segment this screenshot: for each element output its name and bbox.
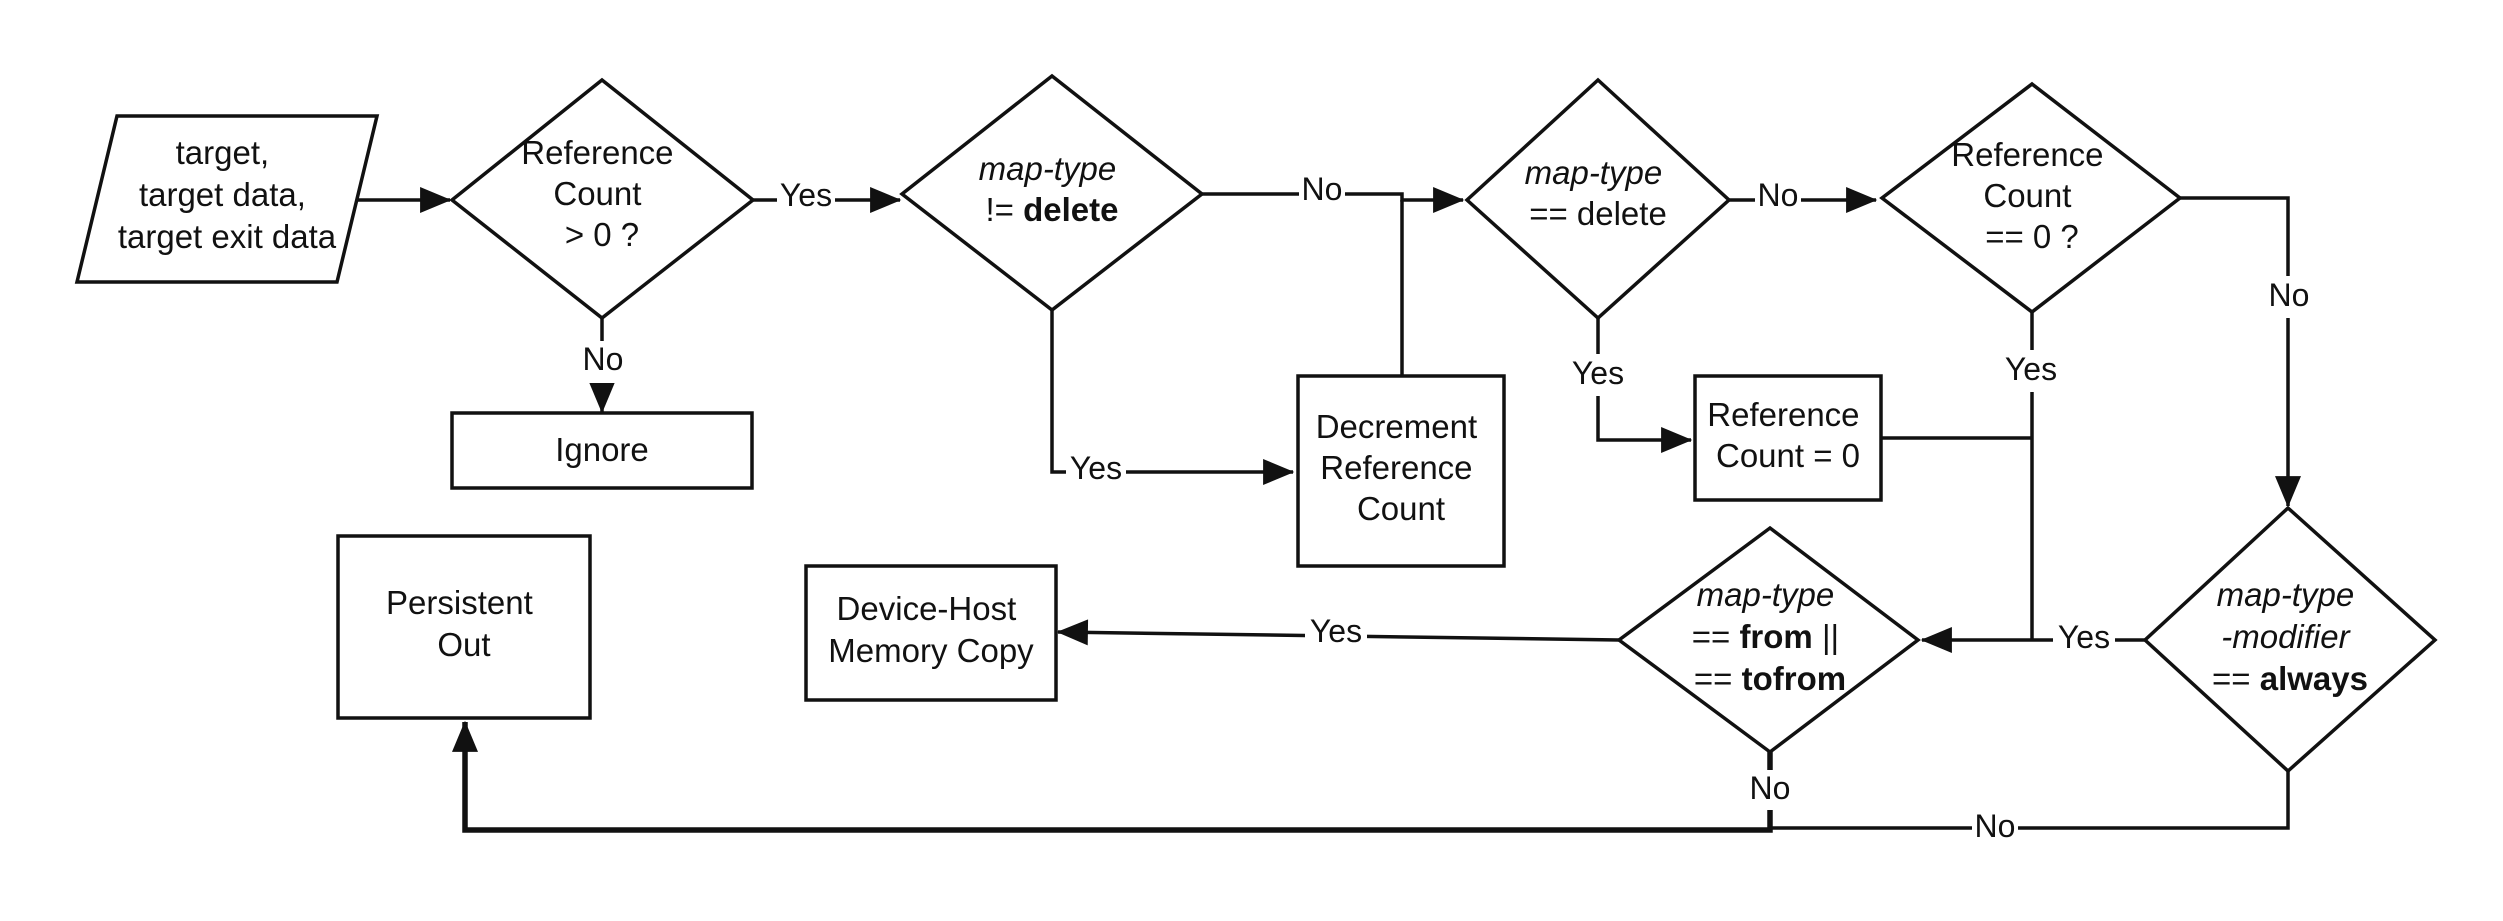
svg-text:map-type -modifier: map-type -modifier == always (2212, 576, 2368, 697)
svg-text:No: No (1302, 171, 1343, 207)
label-yes-4: Yes (2000, 350, 2062, 392)
svg-text:Reference Count = 0: Reference Count = 0 (1707, 396, 1868, 474)
svg-text:No: No (583, 341, 624, 377)
nodes: target, target data, target exit data Re… (74, 73, 2438, 774)
svg-text:Yes: Yes (1070, 450, 1122, 486)
svg-text:Yes: Yes (780, 177, 832, 213)
node-device-host-copy[interactable]: Device-Host Memory Copy (804, 564, 1058, 702)
edge-always-no (1770, 771, 2290, 830)
label-no-5: No (1747, 770, 1793, 810)
node-refcount-zero[interactable]: Reference Count = 0 (1693, 374, 1883, 502)
decision-modifier-always[interactable]: map-type -modifier == always (2142, 505, 2438, 774)
label-yes-3: Yes (1567, 354, 1629, 396)
edge-ne-delete-yes (1050, 310, 1295, 485)
decision-refcount-eq0[interactable]: Reference Count == 0 ? (1879, 81, 2183, 315)
node-ignore[interactable]: Ignore (450, 411, 754, 490)
node-input[interactable]: target, target data, target exit data (74, 114, 380, 284)
svg-text:Persistent Out: Persistent Out (386, 584, 542, 663)
label-yes-1: Yes (777, 176, 835, 220)
label-no-2: No (1299, 170, 1345, 210)
edge-eq0-no (2180, 196, 2301, 508)
edge-labels: Yes No No Yes No Yes No Yes (582, 170, 2312, 848)
svg-text:Decrement Reference: Decrement Reference Count (1316, 408, 1487, 527)
svg-text:No: No (1758, 177, 1799, 213)
node-input-line: target exit data (118, 218, 337, 255)
node-decrement[interactable]: Decrement Reference Count (1296, 374, 1506, 568)
decision-from-tofrom[interactable]: map-type == from || == tofrom (1616, 525, 1921, 755)
svg-text:Reference Count: Reference Count == 0 ? (1951, 136, 2112, 255)
node-input-line: target data, (139, 176, 306, 213)
svg-text:No: No (1750, 770, 1791, 806)
svg-text:map-type != delete: map-type != delete (979, 150, 1126, 228)
svg-text:Yes: Yes (2005, 351, 2057, 387)
edge-from-no (452, 720, 1773, 833)
label-no-6: No (1972, 808, 2018, 848)
svg-text:Yes: Yes (1310, 613, 1362, 649)
svg-text:map-type == delete: map-type == delete (1525, 154, 1672, 232)
decision-maptype-ne-delete[interactable]: map-type != delete (899, 73, 1205, 313)
label-yes-2: Yes (1066, 450, 1126, 492)
svg-text:Yes: Yes (2058, 619, 2110, 655)
svg-text:target, target data,: target, target data, target exit data (118, 134, 337, 255)
decision-maptype-eq-delete[interactable]: map-type == delete (1464, 77, 1732, 321)
decision-refcount-gt0[interactable]: Reference Count > 0 ? (449, 77, 756, 321)
svg-text:Yes: Yes (1572, 355, 1624, 391)
svg-text:Device-Host Memory Cop: Device-Host Memory Copy (828, 590, 1034, 669)
svg-text:Reference Count: Reference Count > 0 ? (521, 134, 682, 253)
label-no-3: No (1755, 176, 1801, 218)
node-input-line: target, (176, 134, 270, 171)
label-yes-5: Yes (2053, 619, 2115, 661)
node-persistent-out[interactable]: Persistent Out (336, 534, 592, 720)
label-no-1: No (582, 341, 626, 383)
svg-text:No: No (1975, 808, 2016, 844)
svg-text:Ignore: Ignore (555, 431, 649, 468)
label-no-4: No (2266, 276, 2312, 318)
svg-text:No: No (2269, 277, 2310, 313)
label-yes-6: Yes (1305, 612, 1367, 654)
svg-text:map-type == from ||: map-type == from || == tofrom (1692, 576, 1849, 697)
